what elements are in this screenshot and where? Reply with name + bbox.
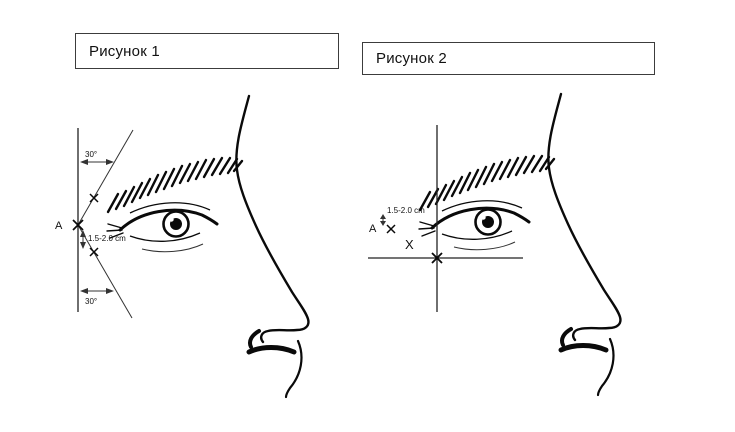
upper-angle-arrow [80, 159, 114, 165]
distance-label-fig1: 1.5-2.0 cm [88, 234, 126, 243]
figure1-title-box: Рисунок 1 [75, 33, 339, 69]
angle-bottom-label-fig1: 30° [85, 297, 97, 306]
upper-target-cross-fig1 [89, 193, 99, 203]
angle-top-label-fig1: 30° [85, 150, 97, 159]
eyelashes [106, 223, 124, 239]
chin-line [284, 339, 303, 399]
under-eye-crease [141, 243, 204, 253]
lower-angle-arrow [80, 288, 114, 294]
iris [162, 210, 190, 238]
distance-arrow-fig2 [380, 214, 386, 226]
distance-label-fig2: 1.5-2.0 cm [387, 206, 425, 215]
nostril-line [248, 329, 261, 349]
face-profile-figure2 [419, 94, 620, 395]
x-point-label-fig2: X [405, 237, 414, 252]
profile-line [235, 94, 310, 344]
lower-eyelid-line [129, 232, 201, 242]
upper-30deg-line [77, 129, 134, 226]
mouth-line [246, 345, 297, 355]
figure1-annotations: A 30° 30° 1.5-2.0 cm [55, 128, 134, 319]
intersection-cross-fig2 [431, 252, 443, 264]
point-a-cross-fig2 [386, 224, 396, 234]
upper-eyelid-line [118, 208, 219, 232]
figure2-title-label: Рисунок 2 [376, 50, 447, 67]
eyelid-fold-line [129, 202, 211, 214]
point-a-label-fig1: A [55, 220, 63, 232]
figure2-title-box: Рисунок 2 [362, 42, 655, 75]
figure2-annotations: A 1.5-2.0 cm X [368, 125, 523, 312]
lower-target-cross-fig1 [89, 247, 99, 257]
face-profile-figure1 [106, 94, 310, 399]
figure1-title-label: Рисунок 1 [89, 42, 160, 60]
distance-arrow-fig1 [80, 230, 86, 249]
eye-highlight [169, 217, 174, 222]
eyebrow [106, 156, 244, 214]
point-a-label-fig2: A [369, 223, 377, 235]
point-a-cross-fig1 [72, 219, 84, 231]
lower-30deg-line [77, 224, 133, 319]
